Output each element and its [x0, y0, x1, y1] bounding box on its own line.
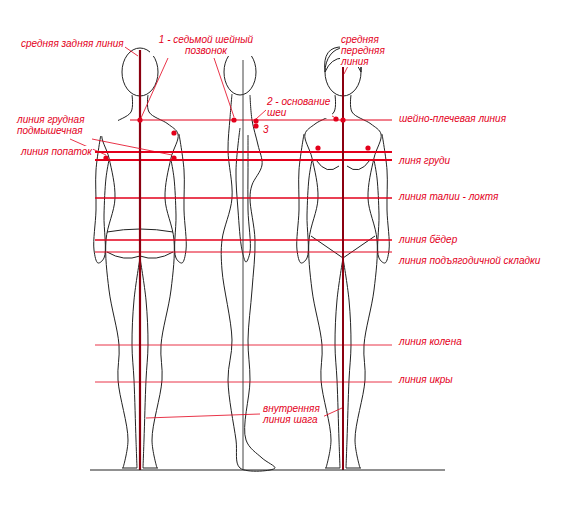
callout-label: 3: [262, 124, 270, 135]
ground-line: [90, 470, 445, 471]
bust: [316, 160, 339, 170]
line-label: средняя передняя линия: [340, 34, 416, 67]
landmark-dot: [171, 155, 176, 160]
body-outline: [343, 258, 351, 468]
landmark-dot: [231, 117, 236, 122]
bust: [347, 160, 370, 170]
landmark-dot: [103, 155, 108, 160]
line-label: линия подъягодичной складки: [398, 255, 541, 266]
leader-line: [256, 110, 266, 119]
line-label: линия грудная подмышечная: [16, 114, 118, 136]
leader-line: [214, 58, 234, 117]
line-label: шейно-плечевая линия: [398, 113, 507, 124]
line-label: линия икры: [398, 374, 454, 385]
landmark-dot: [137, 117, 142, 122]
line-label: линия бёдер: [398, 234, 458, 245]
foot: [325, 468, 340, 469]
landmark-dot: [253, 123, 258, 128]
leader-line: [92, 139, 172, 155]
line-label: линя груди: [398, 155, 451, 166]
leader-line: [146, 414, 260, 418]
leader-line: [141, 58, 168, 118]
landmark-dot: [315, 145, 320, 150]
landmark-dot: [253, 118, 258, 123]
foot: [143, 468, 158, 469]
landmark-dot: [340, 117, 345, 122]
body-outline: [132, 258, 140, 468]
landmark-dot: [333, 116, 338, 121]
line-label: средняя задняя линия: [20, 38, 125, 49]
callout-label: 2 - основание шеи: [266, 96, 332, 118]
back-midline: [139, 50, 141, 470]
measure-line: [130, 120, 392, 121]
line-label: внутренняя линия шага: [262, 403, 324, 425]
callout-label: 1 - седьмой шейный позвонок: [150, 34, 262, 56]
foot: [346, 468, 361, 469]
line-label: линия попаток: [20, 146, 93, 157]
side-axis: [243, 60, 244, 470]
landmark-dot: [171, 130, 176, 135]
line-label: линия колена: [398, 336, 463, 347]
line-label: линия талии - локтя: [398, 191, 499, 202]
foot: [122, 468, 137, 469]
body-outline: [335, 258, 343, 468]
landmark-dot: [365, 145, 370, 150]
body-outline: [140, 258, 148, 468]
body-figures: [94, 47, 390, 471]
reference-lines: [70, 45, 445, 470]
